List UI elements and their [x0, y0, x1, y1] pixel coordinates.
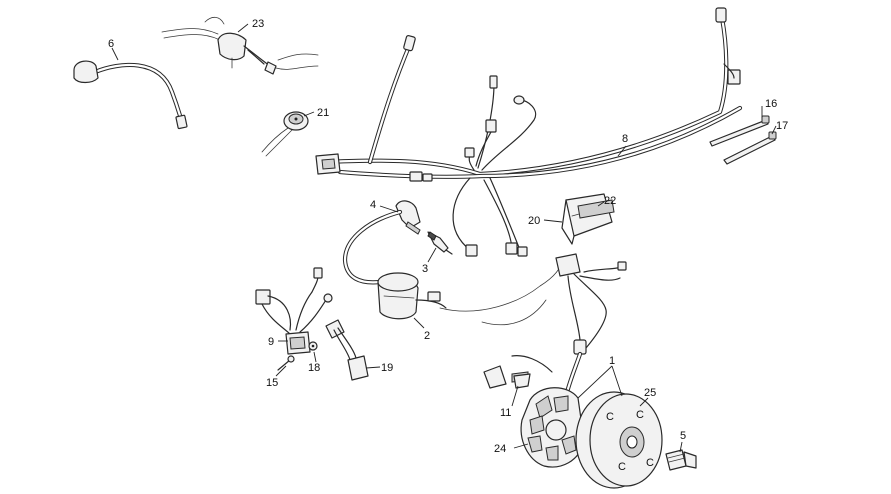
callout-20: 20	[528, 215, 540, 227]
part-4-plug-cap	[395, 200, 421, 235]
stator-wiring	[483, 253, 627, 399]
part-5-bolt	[665, 449, 697, 471]
part-23-switch-harness	[161, 16, 319, 75]
part-2-ignition-coil	[342, 209, 563, 326]
flywheel-mark-2: C	[636, 409, 644, 421]
callout-25: 25	[644, 387, 656, 399]
callout-3: 3	[422, 263, 428, 275]
callout-9: 9	[268, 336, 274, 348]
callout-numbers: 23 6 21 8 16 17 22 20 4 3 2 9 15 18 19 1…	[108, 18, 788, 455]
part-19-wire-with-connector	[325, 319, 369, 381]
leader-lines	[111, 23, 777, 453]
part-22-bracket	[577, 199, 615, 219]
part-15-screw	[277, 355, 295, 371]
callout-5: 5	[680, 430, 686, 442]
flywheel-mark-1: C	[606, 411, 614, 423]
callout-15: 15	[266, 377, 278, 389]
flywheel-mark-3: C	[618, 461, 626, 473]
callout-4: 4	[370, 199, 376, 211]
part-24-stator	[520, 387, 585, 468]
part-18-washer	[308, 341, 318, 351]
part-25-flywheel: C C C C	[575, 391, 663, 489]
callout-8: 8	[622, 133, 628, 145]
callout-22: 22	[604, 195, 616, 207]
part-16-cable-tie	[709, 115, 770, 147]
callout-18: 18	[308, 362, 320, 374]
callout-6: 6	[108, 38, 114, 50]
callout-23: 23	[252, 18, 264, 30]
part-3-spark-plug	[427, 231, 453, 255]
part-8-main-harness	[315, 7, 743, 257]
callout-11: 11	[500, 407, 511, 419]
callout-24: 24	[494, 443, 506, 455]
callout-19: 19	[381, 362, 393, 374]
part-21-sensor	[261, 111, 309, 157]
part-6-cable	[73, 60, 188, 130]
part-17-cable-tie	[723, 131, 777, 165]
callout-21: 21	[317, 107, 329, 119]
flywheel-mark-4: C	[646, 457, 654, 469]
callout-17: 17	[776, 120, 788, 132]
part-11-bracket	[513, 373, 531, 389]
part-9-regulator-harness	[255, 267, 333, 355]
callout-1: 1	[609, 355, 615, 367]
callout-16: 16	[765, 98, 777, 110]
callout-2: 2	[424, 330, 430, 342]
